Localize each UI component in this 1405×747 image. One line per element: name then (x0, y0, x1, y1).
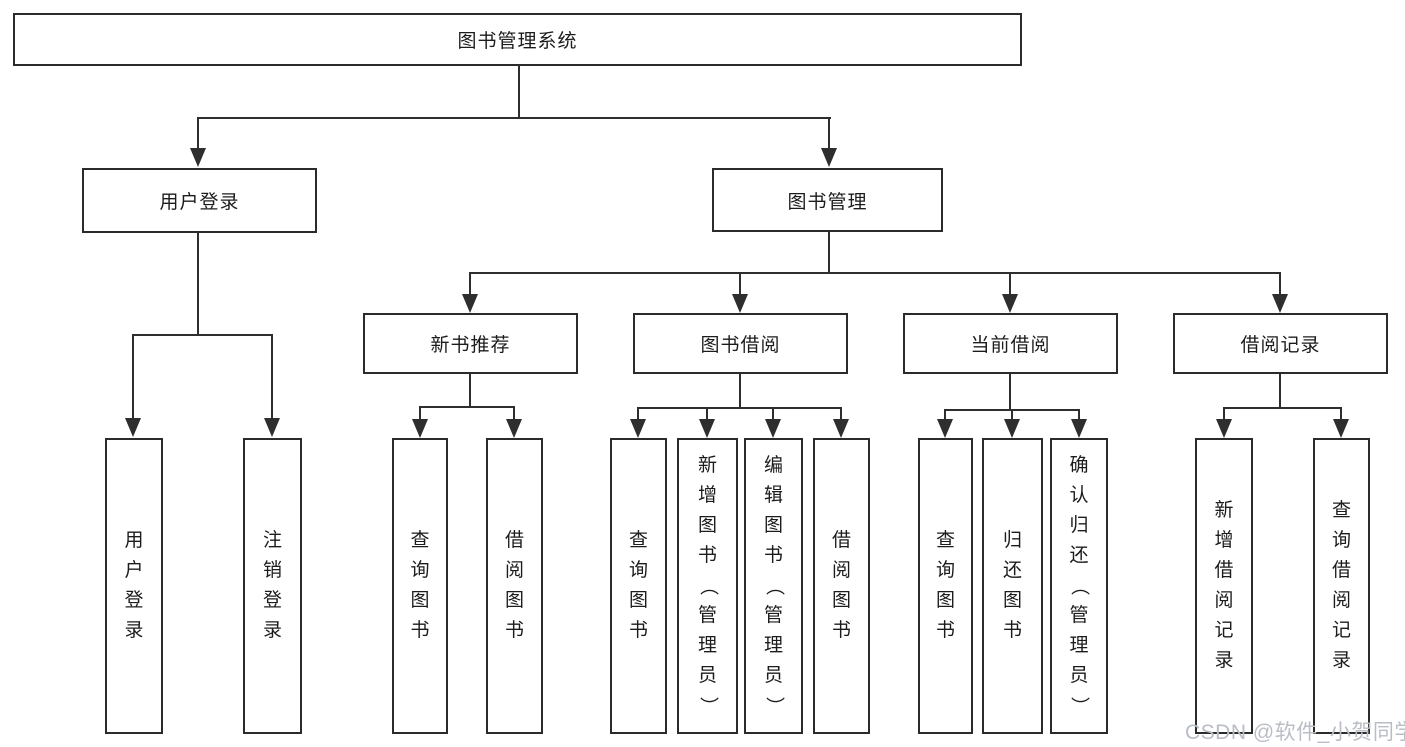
connector-line (1340, 407, 1342, 420)
arrowhead-down-icon (125, 418, 141, 437)
connector-line (513, 406, 515, 420)
arrowhead-down-icon (412, 419, 428, 438)
connector-line (518, 65, 520, 118)
connector-line (469, 272, 471, 295)
leaf-bb-edit-book-admin: 编辑图书（管理员） (744, 438, 803, 734)
leaf-cb-return-book: 归还图书 (982, 438, 1043, 734)
leaf-user-login: 用户登录 (105, 438, 163, 734)
arrowhead-down-icon (1272, 294, 1288, 313)
connector-line (419, 406, 515, 408)
connector-line (133, 334, 273, 336)
connector-line (197, 233, 199, 335)
connector-line (132, 334, 134, 419)
leaf-rec-query-book: 查询图书 (392, 438, 448, 734)
connector-line (1279, 374, 1281, 408)
csdn-watermark: CSDN @软件_小贺同学 (1185, 721, 1405, 744)
leaf-br-add-record: 新增借阅记录 (1195, 438, 1253, 734)
connector-line (1224, 407, 1342, 409)
leaf-cb-confirm-return-admin: 确认归还（管理员） (1050, 438, 1108, 734)
leaf-bb-query-book: 查询图书 (610, 438, 667, 734)
connector-line (840, 407, 842, 420)
connector-line (419, 406, 421, 420)
connector-line (828, 232, 830, 273)
connector-line (1011, 409, 1013, 420)
arrowhead-down-icon (833, 419, 849, 438)
connector-line (944, 409, 946, 420)
arrowhead-down-icon (1071, 419, 1087, 438)
connector-line (739, 374, 741, 408)
connector-line (469, 374, 471, 407)
arrowhead-down-icon (1216, 419, 1232, 438)
connector-line (1279, 272, 1281, 295)
leaf-bb-add-book-admin: 新增图书（管理员） (677, 438, 738, 734)
connector-line (470, 272, 1281, 274)
connector-line (1078, 409, 1080, 420)
node-borrowing-records: 借阅记录 (1173, 313, 1388, 374)
connector-line (271, 334, 273, 419)
connector-line (828, 117, 830, 150)
arrowhead-down-icon (1002, 294, 1018, 313)
connector-line (197, 117, 199, 150)
connector-line (198, 117, 831, 119)
arrowhead-down-icon (1004, 419, 1020, 438)
connector-line (739, 272, 741, 295)
arrowhead-down-icon (506, 419, 522, 438)
leaf-bb-borrow-book: 借阅图书 (813, 438, 870, 734)
connector-line (772, 407, 774, 420)
arrowhead-down-icon (630, 419, 646, 438)
arrowhead-down-icon (699, 419, 715, 438)
arrowhead-down-icon (462, 294, 478, 313)
connector-line (637, 407, 639, 420)
leaf-br-query-record: 查询借阅记录 (1313, 438, 1370, 734)
arrowhead-down-icon (937, 419, 953, 438)
arrowhead-down-icon (765, 419, 781, 438)
leaf-rec-borrow-book: 借阅图书 (486, 438, 543, 734)
node-root-library-system: 图书管理系统 (13, 13, 1022, 66)
arrowhead-down-icon (190, 148, 206, 167)
connector-line (706, 407, 708, 420)
arrowhead-down-icon (264, 418, 280, 437)
node-user-login: 用户登录 (82, 168, 317, 233)
leaf-logout: 注销登录 (243, 438, 302, 734)
leaf-cb-query-book: 查询图书 (918, 438, 973, 734)
node-new-book-recommendation: 新书推荐 (363, 313, 578, 374)
connector-line (1009, 374, 1011, 410)
arrowhead-down-icon (821, 148, 837, 167)
connector-line (1009, 272, 1011, 295)
node-book-borrowing: 图书借阅 (633, 313, 848, 374)
arrowhead-down-icon (1333, 419, 1349, 438)
arrowhead-down-icon (732, 294, 748, 313)
connector-line (638, 407, 842, 409)
node-current-borrowing: 当前借阅 (903, 313, 1118, 374)
connector-line (1223, 407, 1225, 420)
node-book-management: 图书管理 (712, 168, 943, 232)
